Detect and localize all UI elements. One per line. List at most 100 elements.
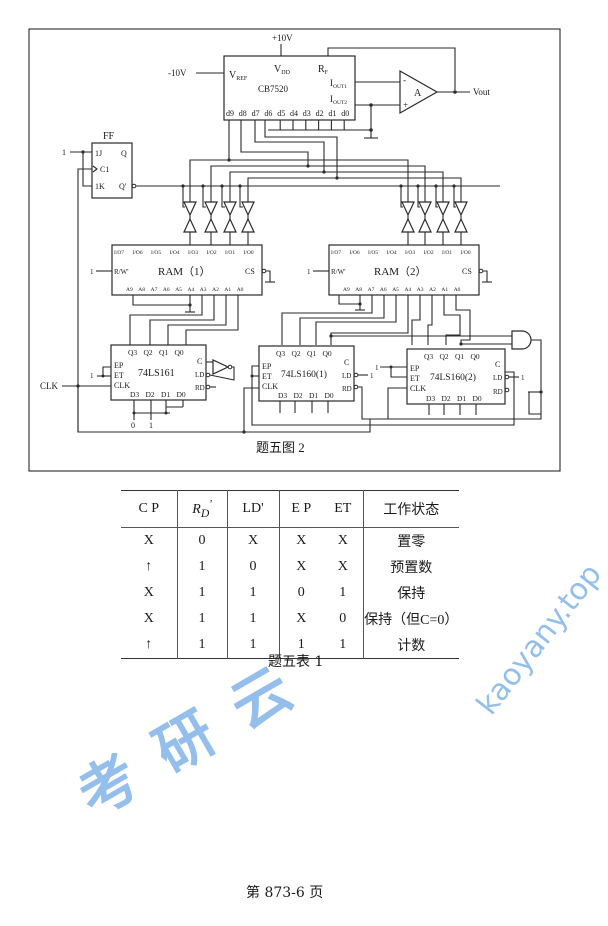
ff-q: Q <box>121 149 127 158</box>
table-cell: 预置数 <box>362 554 459 580</box>
svg-text:VREF: VREF <box>229 70 248 82</box>
c160b-d-1: D2 <box>442 394 451 403</box>
table-cell: 保持（但C=0） <box>362 606 459 632</box>
table-cell: ↑ <box>145 637 153 652</box>
table-cell: 1 <box>226 580 279 606</box>
buffer-icon <box>401 217 415 233</box>
buffer-icon <box>436 217 450 233</box>
ram1-addr-0: A9 <box>126 287 133 293</box>
table-cell: 计数 <box>362 632 459 659</box>
table-cell: X <box>143 533 154 548</box>
c160a-ld-input: 1 <box>370 372 374 380</box>
ram2-addr-2: A7 <box>368 287 375 293</box>
opamp-label: A <box>414 88 422 99</box>
c160b-et: ET <box>410 374 420 383</box>
th-et: ET <box>334 501 352 516</box>
ram2-addr-8: A1 <box>441 287 448 293</box>
dac-name: CB7520 <box>258 84 289 94</box>
c160a-d-1: D2 <box>294 391 303 400</box>
table-cell: 1 <box>176 632 227 659</box>
table-cell: 1 <box>226 632 279 659</box>
dac-cb7520: +10V -10V VREF VDD RF IOUT1 IOUT2 CB7520… <box>168 33 456 139</box>
tristate-buffer-icon <box>454 201 468 217</box>
rf-sub: F <box>325 70 329 76</box>
iout1-sub: OUT1 <box>333 84 347 90</box>
c161-q-0: Q3 <box>128 348 137 357</box>
tristate-buffer-icon <box>401 201 415 217</box>
tristate-buffer-icon <box>183 201 197 217</box>
c161-d-0: D3 <box>130 390 139 399</box>
ff-title: FF <box>103 131 115 142</box>
vdd-label: V <box>274 64 282 75</box>
ram1-title: RAM（1） <box>158 265 211 278</box>
ram2-io-0: I/O7 <box>331 250 341 256</box>
dac-pin-d7: d7 <box>252 109 260 118</box>
table-cell: X <box>278 527 323 554</box>
ram1-addr-5: A4 <box>188 287 195 293</box>
table-cell: 置零 <box>362 527 459 554</box>
tristate-buffer-icon <box>223 201 237 217</box>
c160a-d-2: D1 <box>309 391 318 400</box>
th-ep: E P <box>278 490 323 528</box>
table-cell: ↑ <box>145 559 153 574</box>
table-cell: 保持 <box>362 580 459 606</box>
c160a-rd: RD <box>342 385 352 393</box>
table-cell: 0 <box>176 527 227 554</box>
ram2-addr-4: A5 <box>392 287 399 293</box>
circuit-diagram: +10V -10V VREF VDD RF IOUT1 IOUT2 CB7520… <box>28 28 561 472</box>
dac-pin-d1: d1 <box>328 109 336 118</box>
table-cell: 0 <box>339 611 347 626</box>
opamp-plus: + <box>403 100 408 110</box>
c161-q-1: Q2 <box>144 348 153 357</box>
iout2-label: I <box>330 94 333 104</box>
c161-et-input: 1 <box>90 372 94 380</box>
c160b-title: 74LS160(2) <box>430 372 476 383</box>
c160a-et: ET <box>262 372 272 381</box>
ram1-io-7: I/O0 <box>244 250 254 256</box>
c161-title: 74LS161 <box>138 368 175 379</box>
ram1-addr-4: A5 <box>175 287 182 293</box>
svg-text:VDD: VDD <box>274 64 291 76</box>
ff-j: 1J <box>95 149 102 158</box>
ram1-io-2: I/O5 <box>151 250 161 256</box>
table-cell: 1 <box>176 580 227 606</box>
table-cell: X <box>337 533 348 548</box>
buffer-icon <box>183 217 197 233</box>
buffer-icon <box>204 217 218 233</box>
flip-flop-ff: FF 1J C1 1K Q Q' 1 <box>62 131 500 432</box>
ram1-rw: R/W' <box>114 268 128 276</box>
ram2-io-3: I/O4 <box>387 250 397 256</box>
c160b-clk: CLK <box>410 384 426 393</box>
c160b-d-2: D1 <box>457 394 466 403</box>
c161-d-1: D2 <box>146 390 155 399</box>
dac-pin-d9: d9 <box>226 109 234 118</box>
ram2-addr-1: A8 <box>355 287 362 293</box>
table-cell: 1 <box>339 637 347 652</box>
tristate-buffers <box>181 184 468 245</box>
c161-q-3: Q0 <box>175 348 184 357</box>
ram1-io-5: I/O2 <box>207 250 217 256</box>
ram2-addr-7: A2 <box>429 287 436 293</box>
ram1-addr-7: A2 <box>212 287 219 293</box>
th-rd: RD' <box>176 490 227 528</box>
ram1-rw-input: 1 <box>90 268 94 276</box>
page-number: 第 873-6 页 <box>246 885 324 901</box>
svg-text:IOUT2: IOUT2 <box>330 94 347 106</box>
table-header-row: C P RD' LD' E P ET 工作状态 <box>121 490 459 528</box>
c160a-q-3: Q0 <box>323 349 332 358</box>
vref-label: V <box>229 70 237 81</box>
c161-d-3: D0 <box>177 390 186 399</box>
c160b-d-3: D0 <box>473 394 482 403</box>
c161-d-2: D1 <box>161 390 170 399</box>
c161-c: C <box>197 357 202 366</box>
ram2-rw-input: 1 <box>307 268 311 276</box>
ram1-addr-6: A3 <box>200 287 207 293</box>
ram1-addr-3: A6 <box>163 287 170 293</box>
